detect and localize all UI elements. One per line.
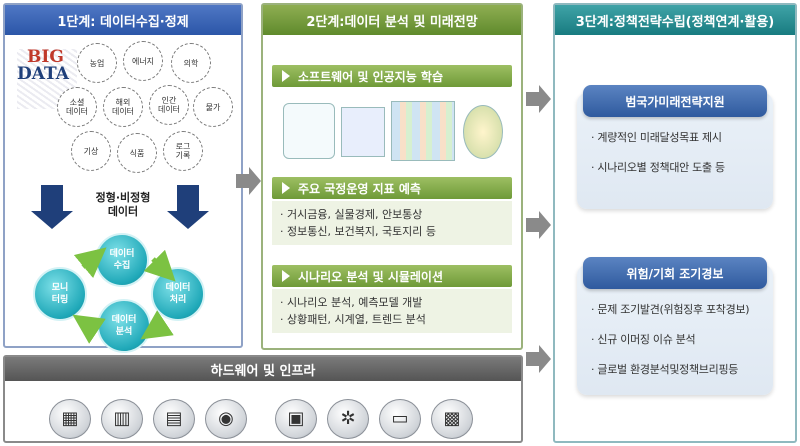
- section-indicator-forecast-label: 주요 국정운영 지표 예측: [298, 181, 421, 196]
- indicator-item: 거시금융, 실물경제, 안보통상: [280, 206, 504, 223]
- infra-panel: 하드웨어 및 인프라 ▦ ▥ ▤ ◉ ▣ ✲ ▭ ▩: [3, 355, 523, 443]
- triangle-icon: [282, 70, 290, 82]
- ai-learning-illustration: [283, 101, 503, 167]
- scenario-list: 시나리오 분석, 예측모델 개발 상황패턴, 시계열, 트렌드 분석: [272, 289, 512, 333]
- indicator-forecast-list: 거시금융, 실물경제, 안보통상 정보통신, 보건복지, 국토지리 등: [272, 201, 512, 245]
- cpu-icon: ▦: [49, 399, 91, 439]
- section-scenario-simulation: 시나리오 분석 및 시뮬레이션: [272, 265, 512, 287]
- source-log-records: 로그 기록: [163, 131, 203, 171]
- section-scenario-simulation-label: 시나리오 분석 및 시뮬레이션: [298, 269, 444, 284]
- card-item: 문제 조기발견(위험징후 포착경보): [577, 297, 773, 327]
- card-early-warning: 위험/기회 조기경보 문제 조기발견(위험징후 포착경보) 신규 이머징 이슈 …: [577, 257, 773, 395]
- triangle-icon: [282, 270, 290, 282]
- cycle-arrows: [72, 247, 176, 344]
- motherboard-icon: ▣: [275, 399, 317, 439]
- down-arrow-right-icon: [167, 185, 209, 229]
- stage3-panel: 3단계:정책전략수립(정책연계·활용) 범국가미래전략지원 계량적인 미래달성목…: [553, 3, 797, 443]
- scenario-item: 상황패턴, 시계열, 트렌드 분석: [280, 311, 504, 328]
- model-flow-image: [391, 101, 455, 161]
- source-weather: 기상: [71, 131, 111, 171]
- cooling-fan-icon: ✲: [327, 399, 369, 439]
- output-image: [463, 105, 503, 159]
- bigdata-data: DATA: [17, 64, 69, 84]
- source-human-data: 인간 데이터: [149, 85, 189, 125]
- stage1-title: 1단계: 데이터수집·정제: [5, 5, 241, 35]
- scenario-item: 시나리오 분석, 예측모델 개발: [280, 294, 504, 311]
- card-item: 신규 이머징 이슈 분석: [577, 327, 773, 357]
- memory-icon: ▥: [101, 399, 143, 439]
- card-item: 글로벌 환경분석및정책브리핑등: [577, 357, 773, 387]
- storage-server-icon: ▩: [431, 399, 473, 439]
- card-national-strategy-heading: 범국가미래전략지원: [583, 85, 767, 117]
- source-medicine: 의학: [171, 43, 211, 83]
- card-item: 계량적인 미래달성목표 제시: [577, 125, 773, 155]
- cycle-arrow-1: [143, 249, 176, 282]
- section-ai-learning: 소프트웨어 및 인공지능 학습: [272, 65, 512, 87]
- hard-disk-icon: ◉: [205, 399, 247, 439]
- source-overseas-data: 해외 데이터: [103, 87, 143, 127]
- source-food: 식품: [117, 133, 157, 173]
- bigdata-big: BIG: [27, 47, 64, 67]
- topic-graph-image: [341, 107, 385, 157]
- section-ai-learning-label: 소프트웨어 및 인공지능 학습: [298, 69, 444, 84]
- source-prices: 물가: [193, 87, 233, 127]
- down-arrow-left-icon: [31, 185, 73, 229]
- arrow-infra-to-stage3-icon: [526, 345, 551, 373]
- source-social-data: 소셜 데이터: [57, 87, 97, 127]
- card-item: 시나리오별 정책대안 도출 등: [577, 155, 773, 185]
- cycle-arrow-3: [72, 314, 106, 344]
- arrow-stage2-to-stage3-top-icon: [526, 85, 551, 113]
- infra-title: 하드웨어 및 인프라: [5, 357, 521, 381]
- arrow-stage2-to-stage3-mid-icon: [526, 211, 551, 239]
- stage2-panel: 2단계:데이터 분석 및 미래전망 소프트웨어 및 인공지능 학습 주요 국정운…: [261, 3, 523, 350]
- ssd-icon: ▭: [379, 399, 421, 439]
- graphics-card-icon: ▤: [153, 399, 195, 439]
- network-graph-image: [283, 103, 335, 159]
- cycle-arrow-2: [140, 310, 174, 340]
- bigdata-logo: BIG DATA: [17, 47, 77, 109]
- section-indicator-forecast: 주요 국정운영 지표 예측: [272, 177, 512, 199]
- stage1-panel: 1단계: 데이터수집·정제 BIG DATA 농업 에너지 의학 소셜 데이터 …: [3, 3, 243, 353]
- structured-unstructured-data: 정형·비정형 데이터: [95, 191, 151, 218]
- cycle-arrow-4: [73, 247, 107, 279]
- source-energy: 에너지: [123, 41, 163, 81]
- stage3-title: 3단계:정책전략수립(정책연계·활용): [555, 5, 795, 35]
- source-agriculture: 농업: [77, 43, 117, 83]
- stage2-title: 2단계:데이터 분석 및 미래전망: [263, 5, 521, 35]
- card-national-strategy: 범국가미래전략지원 계량적인 미래달성목표 제시 시나리오별 정책대안 도출 등: [577, 85, 773, 209]
- indicator-item: 정보통신, 보건복지, 국토지리 등: [280, 223, 504, 240]
- card-early-warning-heading: 위험/기회 조기경보: [583, 257, 767, 289]
- triangle-icon: [282, 182, 290, 194]
- arrow-stage1-to-stage2-icon: [236, 167, 261, 195]
